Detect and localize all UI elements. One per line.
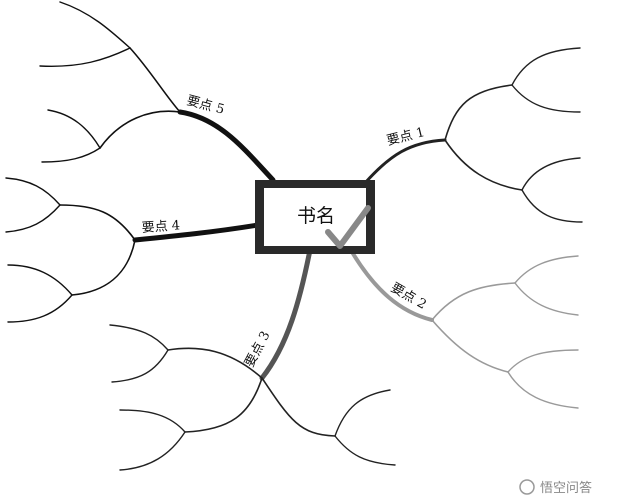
sub-branch-3 <box>167 347 263 379</box>
checkmark-icon <box>325 205 371 249</box>
main-branch-2 <box>350 250 434 322</box>
sub-branch-4 <box>71 239 136 296</box>
point-label-2: 要点 2 <box>388 280 429 312</box>
watermark-text: 悟空问答 <box>540 480 592 496</box>
branch-point-2 <box>350 250 579 409</box>
leaf-branch-3 <box>119 409 186 433</box>
leaf-branch-5 <box>41 147 101 163</box>
leaf-branch-1 <box>511 84 581 113</box>
branch-point-1 <box>363 47 583 223</box>
center-node: 书名 <box>255 180 375 254</box>
leaf-branch-4 <box>7 294 73 323</box>
leaf-branch-1 <box>511 47 581 86</box>
leaf-branch-4 <box>5 204 61 233</box>
point-label-4: 要点 4 <box>141 218 180 236</box>
main-branch-3 <box>259 247 313 381</box>
leaf-branch-2 <box>514 255 579 284</box>
leaf-branch-3 <box>334 435 396 466</box>
leaf-branch-4 <box>7 264 73 296</box>
watermark-logo-icon <box>519 479 535 495</box>
sub-branch-1 <box>444 84 513 141</box>
branch-point-5 <box>39 1 276 183</box>
sub-branch-2 <box>431 282 516 321</box>
sub-branch-5 <box>99 110 181 149</box>
sub-branch-5 <box>129 47 181 113</box>
leaf-branch-3 <box>334 389 391 437</box>
leaf-branch-5 <box>47 109 101 149</box>
leaf-branch-5 <box>59 1 131 49</box>
sub-branch-4 <box>59 204 136 241</box>
sub-branch-1 <box>444 139 523 191</box>
leaf-branch-3 <box>111 349 169 383</box>
leaf-branch-1 <box>521 157 581 191</box>
leaf-branch-3 <box>109 324 169 351</box>
main-branch-4 <box>132 222 261 243</box>
leaf-branch-2 <box>514 282 579 316</box>
sub-branch-2 <box>431 319 509 373</box>
main-branch-5 <box>177 109 276 183</box>
center-label: 书名 <box>297 205 335 227</box>
leaf-branch-3 <box>119 431 186 471</box>
leaf-branch-4 <box>5 177 61 206</box>
watermark: 悟空问答 <box>519 479 592 496</box>
leaf-branch-1 <box>521 189 583 223</box>
leaf-branch-2 <box>507 371 579 409</box>
sub-branch-3 <box>184 377 263 433</box>
branch-point-4 <box>5 177 261 323</box>
point-label-3: 要点 3 <box>242 329 273 370</box>
branch-point-3 <box>109 247 396 471</box>
leaf-branch-5 <box>39 47 131 68</box>
sub-branch-3 <box>261 377 336 437</box>
main-branch-1 <box>363 138 447 185</box>
leaf-branch-2 <box>507 349 579 373</box>
